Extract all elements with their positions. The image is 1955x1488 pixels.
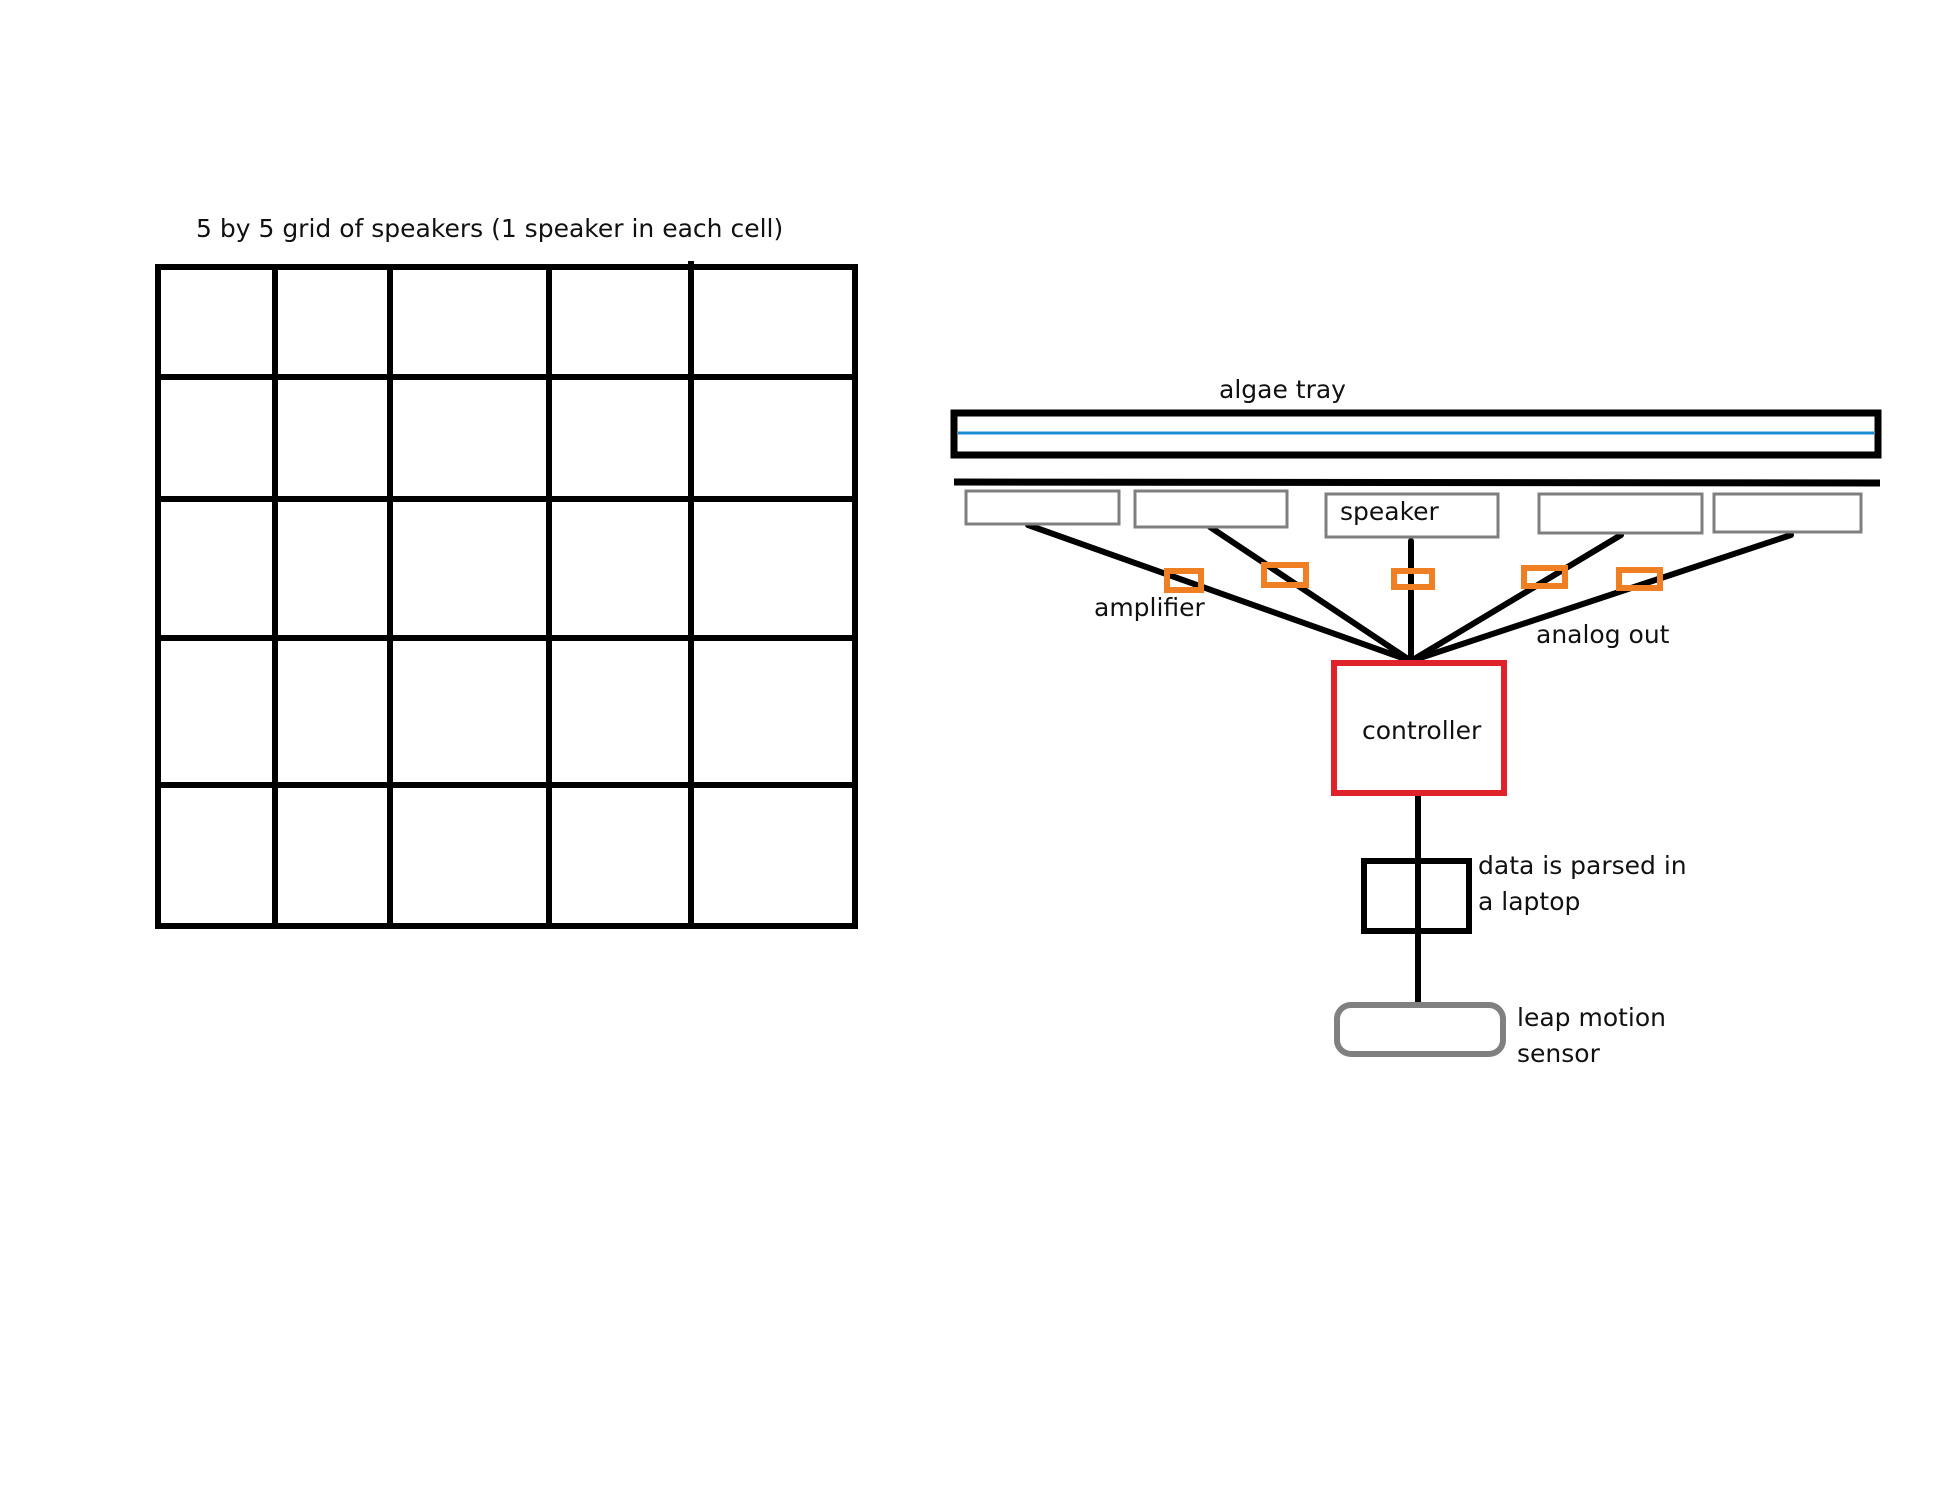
- speaker-wire: [1025, 522, 1414, 664]
- algae-tray-label: algae tray: [1219, 375, 1346, 404]
- analog-out-label: analog out: [1536, 620, 1670, 649]
- speaker-mount-bar: [953, 478, 1881, 487]
- speaker-wires: [1025, 522, 1794, 664]
- amplifier-box: [1616, 567, 1663, 591]
- speaker-wire: [1408, 532, 1624, 664]
- sensor-label-line-2: sensor: [1517, 1039, 1601, 1068]
- laptop-box: [1361, 858, 1472, 934]
- leap-motion-sensor: [1334, 1002, 1506, 1057]
- speaker-wire: [1207, 524, 1414, 664]
- amplifier-box: [1391, 568, 1435, 590]
- grid-title: 5 by 5 grid of speakers (1 speaker in ea…: [196, 214, 783, 243]
- speaker-grid: [155, 261, 858, 929]
- amplifier-label: amplifier: [1094, 593, 1206, 622]
- laptop-label-line-1: data is parsed in: [1478, 851, 1687, 880]
- amplifier-box: [1164, 568, 1204, 593]
- controller-box: [1331, 660, 1507, 796]
- speaker-row: [964, 489, 1863, 539]
- laptop-label-line-2: a laptop: [1478, 887, 1580, 916]
- amplifier-box: [1261, 562, 1309, 588]
- amplifiers: [1164, 562, 1663, 593]
- speaker-box: [964, 489, 1121, 526]
- speaker-box-labeled: [1324, 492, 1500, 539]
- speaker-wire: [1408, 532, 1794, 664]
- sensor-label-line-1: leap motion: [1517, 1003, 1666, 1032]
- speaker-box: [1712, 492, 1863, 534]
- speaker-box: [1133, 489, 1289, 529]
- grid-outer-border: [155, 264, 858, 929]
- speaker-label: speaker: [1340, 497, 1440, 526]
- algae-tray: [950, 409, 1882, 459]
- amplifier-box: [1521, 565, 1568, 589]
- controller-label: controller: [1362, 716, 1482, 745]
- speaker-box: [1537, 492, 1704, 535]
- algae-tray-box: [950, 409, 1882, 459]
